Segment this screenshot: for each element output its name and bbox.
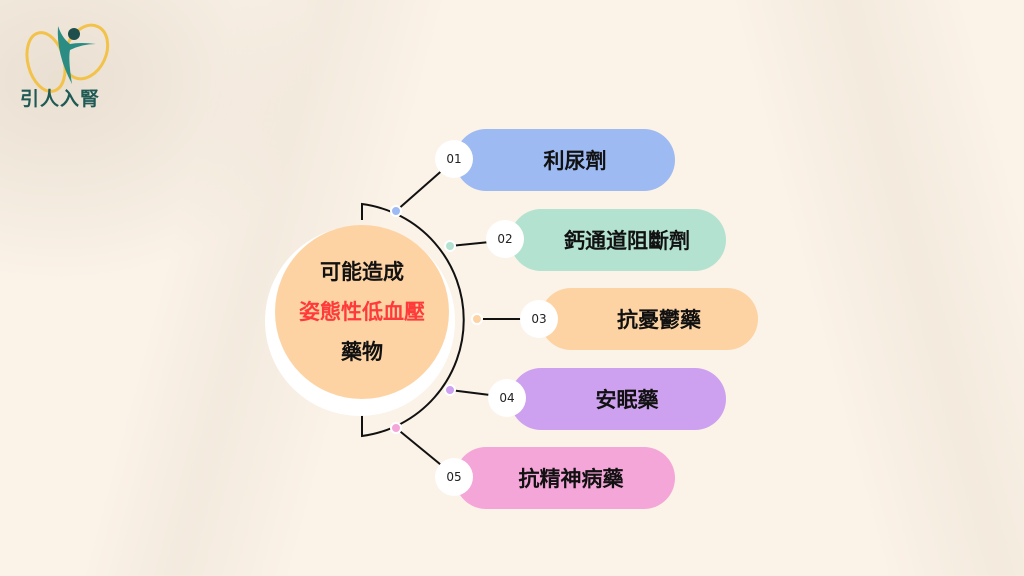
center-line3: 藥物	[341, 340, 383, 364]
item-number-02: 02	[486, 220, 524, 258]
item-number-01: 01	[435, 140, 473, 178]
center-line2: 姿態性低血壓	[299, 300, 425, 324]
item-05: 抗精神病藥	[455, 447, 675, 509]
logo-icon	[25, 23, 110, 93]
item-number-05: 05	[435, 458, 473, 496]
logo-text: 引人入腎	[20, 88, 101, 110]
center-title: 可能造成 姿態性低血壓 藥物	[275, 225, 449, 399]
dot-05	[390, 422, 402, 434]
item-01: 利尿劑	[455, 129, 675, 191]
item-number-04: 04	[488, 379, 526, 417]
item-label: 抗憂鬱藥	[617, 308, 701, 332]
dot-04	[444, 384, 456, 396]
dot-03	[471, 313, 483, 325]
item-label: 鈣通道阻斷劑	[564, 229, 690, 253]
item-label: 安眠藥	[595, 388, 659, 412]
dot-01	[390, 205, 402, 217]
dot-02	[444, 240, 456, 252]
item-label: 抗精神病藥	[518, 467, 624, 491]
center-line1: 可能造成	[320, 260, 404, 284]
item-04: 安眠藥	[510, 368, 726, 430]
item-label: 利尿劑	[543, 149, 607, 173]
item-number-03: 03	[520, 300, 558, 338]
item-03: 抗憂鬱藥	[540, 288, 758, 350]
item-02: 鈣通道阻斷劑	[510, 209, 726, 271]
